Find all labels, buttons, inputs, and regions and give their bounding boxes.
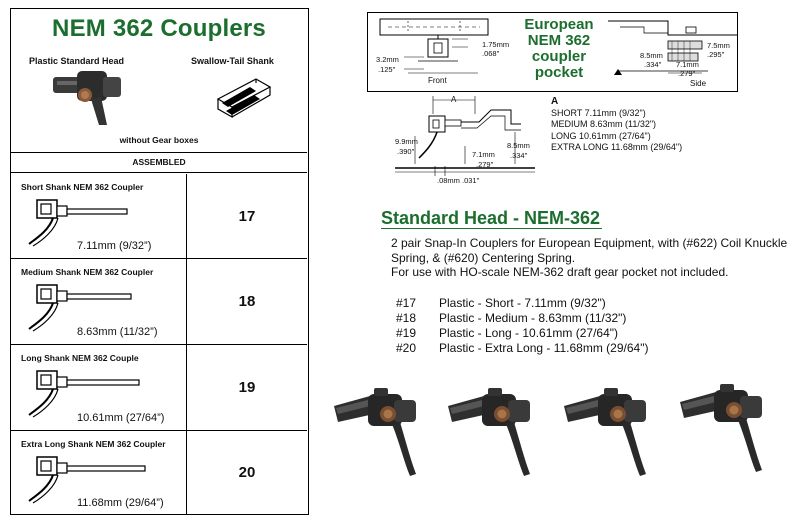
row-measure: 7.11mm (9/32”): [77, 240, 152, 252]
without-gear-label: without Gear boxes: [119, 135, 199, 145]
dim-label: .068": [482, 49, 500, 58]
section-heading: Standard Head - NEM-362: [381, 208, 603, 229]
legend-item: EXTRA LONG 11.68mm (29/64"): [551, 142, 683, 152]
table-row: Short Shank NEM 362 Coupler 7.11mm (9/32…: [11, 174, 307, 259]
part-number: #19: [396, 326, 417, 340]
row-measure: 11.68mm (29/64”): [77, 497, 164, 509]
row-measure: 8.63mm (11/32”): [77, 326, 158, 338]
coupler-table: NEM 362 Couplers Plastic Standard Head S…: [10, 8, 309, 515]
row-measure: 10.61mm (27/64”): [77, 412, 165, 424]
part-number: #20: [396, 341, 417, 355]
row-part-number: 20: [238, 464, 256, 481]
pocket-title-line: pocket: [534, 64, 584, 81]
row-name-cell: Extra Long Shank NEM 362 Coupler 11.68mm…: [11, 431, 187, 514]
part-list: #17 Plastic - Short - 7.11mm (9/32") #18…: [396, 296, 648, 356]
swallow-tail-label: Swallow-Tail Shank: [191, 56, 274, 66]
dim-label: 8.5mm: [507, 141, 530, 150]
table-row: Long Shank NEM 362 Couple 10.61mm (27/64…: [11, 345, 307, 431]
dim-label: 9.9mm: [395, 137, 418, 146]
coupler-photo: [680, 384, 762, 472]
dim-label: .125": [378, 65, 396, 74]
pocket-title-line: NEM 362: [527, 32, 591, 49]
row-name: Medium Shank NEM 362 Coupler: [21, 267, 154, 277]
coupler-photo: [448, 388, 530, 476]
dim-label: .08mm .031": [437, 176, 480, 185]
dim-label: .279": [678, 69, 696, 78]
legend-item: SHORT 7.11mm (9/32"): [551, 107, 646, 118]
legend-title: A: [551, 96, 559, 107]
list-item: #19 Plastic - Long - 10.61mm (27/64"): [396, 326, 648, 341]
row-name-cell: Long Shank NEM 362 Couple 10.61mm (27/64…: [11, 345, 187, 430]
dim-label: 3.2mm: [376, 55, 399, 64]
coupler-photo: [564, 388, 646, 476]
product-description: 2 pair Snap-In Couplers for European Equ…: [391, 236, 791, 280]
coupler-side-drawing: [28, 284, 132, 332]
pocket-drawing: [379, 18, 738, 75]
pocket-diagram: European NEM 362 coupler pocket 1.75mm .…: [367, 12, 738, 92]
dim-label: .390": [397, 147, 415, 156]
dim-label: .334": [644, 60, 662, 69]
row-name: Extra Long Shank NEM 362 Coupler: [21, 439, 166, 449]
legend-item: MEDIUM 8.63mm (11/32"): [551, 119, 657, 129]
table-row: Extra Long Shank NEM 362 Coupler 11.68mm…: [11, 431, 307, 514]
plastic-head-label: Plastic Standard Head: [29, 56, 125, 66]
dim-label: 7.1mm: [472, 150, 495, 159]
dim-label: .295": [707, 50, 725, 59]
description-text: 2 pair Snap-In Couplers for European Equ…: [391, 236, 788, 265]
part-number: #17: [396, 296, 417, 310]
row-name-cell: Medium Shank NEM 362 Coupler 8.63mm (11/…: [11, 259, 187, 344]
part-text: Plastic - Extra Long - 11.68mm (29/64"): [439, 341, 649, 355]
assembled-header: ASSEMBLED: [11, 152, 307, 173]
dim-label: .334": [510, 151, 528, 160]
legend-item: LONG 10.61mm (27/64"): [551, 130, 651, 141]
pocket-title-line: European: [524, 16, 594, 33]
description-note: For use with HO-scale NEM-362 draft gear…: [391, 265, 729, 279]
list-item: #18 Plastic - Medium - 8.63mm (11/32"): [396, 311, 648, 326]
page-title: NEM 362 Couplers: [52, 15, 266, 42]
row-name: Long Shank NEM 362 Couple: [21, 353, 139, 363]
row-part-number: 19: [238, 379, 256, 396]
side-label: Side: [690, 79, 707, 88]
coupler-head-photo: [53, 71, 121, 125]
pocket-title-line: coupler: [531, 48, 587, 65]
coupler-dimension-diagram: [395, 96, 535, 176]
a-dimension-label: A: [451, 95, 457, 104]
dim-label: .279": [476, 160, 494, 169]
row-part-number: 18: [238, 293, 256, 310]
coupler-photo-row: [334, 384, 762, 476]
dim-label: 7.5mm: [707, 41, 730, 50]
part-text: Plastic - Medium - 8.63mm (11/32"): [439, 311, 627, 325]
part-text: Plastic - Short - 7.11mm (9/32"): [439, 296, 606, 310]
row-part-number: 17: [238, 207, 256, 225]
coupler-side-drawing: [28, 370, 140, 418]
list-item: #17 Plastic - Short - 7.11mm (9/32"): [396, 296, 648, 311]
part-text: Plastic - Long - 10.61mm (27/64"): [439, 326, 619, 340]
dim-label: 1.75mm: [482, 40, 510, 49]
list-item: #20 Plastic - Extra Long - 11.68mm (29/6…: [396, 341, 648, 356]
row-name-cell: Short Shank NEM 362 Coupler 7.11mm (9/32…: [11, 174, 187, 258]
front-label: Front: [428, 76, 447, 85]
dim-label: 7.1mm: [676, 60, 699, 69]
length-legend: A SHORT 7.11mm (9/32") MEDIUM 8.63mm (11…: [551, 96, 682, 154]
coupler-photo: [334, 388, 416, 476]
coupler-side-drawing: [28, 199, 128, 247]
swallow-tail-shank-drawing: [216, 78, 272, 119]
table-header: NEM 362 Couplers Plastic Standard Head S…: [11, 9, 307, 145]
table-row: Medium Shank NEM 362 Coupler 8.63mm (11/…: [11, 259, 307, 345]
dim-label: 8.5mm: [640, 51, 663, 60]
pocket-title: European NEM 362 coupler pocket: [516, 17, 602, 81]
part-number: #18: [396, 311, 417, 325]
coupler-side-drawing: [28, 456, 146, 504]
row-name: Short Shank NEM 362 Coupler: [21, 182, 144, 192]
